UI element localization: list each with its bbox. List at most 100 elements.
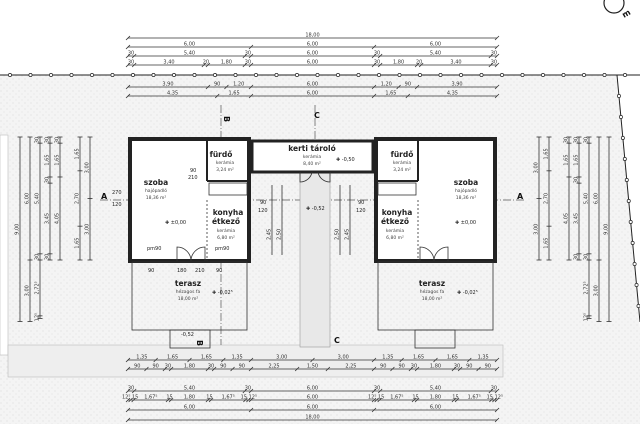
- dimension-tick: [488, 53, 494, 59]
- dimension-tick: [371, 397, 377, 403]
- path-level: ✚ -0,52: [306, 206, 325, 212]
- left-terasz-floor: hézagos fa: [176, 288, 201, 295]
- section-b-bottom: B: [195, 340, 204, 346]
- boundary-post: [618, 115, 623, 119]
- fence-post: [479, 73, 484, 77]
- dimension-tick: [162, 366, 168, 372]
- storage-level: ✚ -0,50: [336, 157, 355, 163]
- left-window-2: pm90: [215, 246, 229, 252]
- left-szoba-label: szoba: [144, 178, 168, 187]
- dimension-label: 3,00: [534, 162, 540, 173]
- dimension-label: 30: [35, 137, 41, 143]
- dimension-tick: [125, 93, 131, 99]
- dimension-tick: [433, 357, 438, 363]
- dimension-label: 1,67⁵: [222, 395, 235, 401]
- dimension-tick: [205, 397, 211, 403]
- dimension-label: 1,80: [221, 60, 232, 66]
- storage-area: 8,40 m²: [303, 161, 321, 167]
- right-terasz-floor: hézagos fa: [420, 288, 445, 295]
- dimension-label: 6,00: [307, 82, 318, 88]
- dimension-tick: [377, 397, 382, 403]
- dimension-label: 5,40: [430, 51, 441, 57]
- dimension-tick: [248, 44, 254, 50]
- dimension-tick: [168, 397, 174, 403]
- right-terasz-label: terasz: [419, 279, 445, 288]
- dimension-tick: [205, 62, 211, 68]
- dimension-label: 1,65: [45, 154, 51, 165]
- dimension-tick: [246, 397, 251, 403]
- dimension-tick: [125, 388, 131, 394]
- fence-post: [131, 73, 135, 77]
- boundary-post: [624, 178, 629, 182]
- left-furdo-label: fürdő: [210, 150, 233, 159]
- fence-post: [500, 73, 504, 77]
- dimension-tick: [125, 407, 131, 413]
- dimension-tick: [248, 84, 254, 90]
- dimension-label: 30: [35, 254, 41, 260]
- dimension-tick: [377, 62, 383, 68]
- mid-dim-d-r: 2,45: [345, 229, 351, 240]
- dimension-label: 3,40: [450, 60, 461, 66]
- dimension-label: 3,00: [338, 355, 349, 361]
- dimension-tick: [248, 53, 254, 59]
- dimension-tick: [374, 397, 379, 403]
- left-terrace-level: ✚ -0,02⁵: [212, 290, 233, 296]
- dimension-tick: [396, 84, 401, 90]
- right-terrace-level: ✚ -0,02⁵: [457, 290, 478, 296]
- dimension-tick: [205, 366, 211, 372]
- dimension-label: 15: [132, 395, 138, 401]
- dimension-tick: [454, 397, 460, 403]
- dimension-label: 1,35: [382, 355, 393, 361]
- fence-post: [520, 73, 525, 77]
- right-furdo-label: fürdő: [391, 150, 414, 159]
- dimension-tick: [248, 93, 254, 99]
- right-szoba-floor: hajópadló: [455, 187, 477, 194]
- dimension-label: 30: [45, 254, 51, 260]
- dimension-label: 20: [203, 60, 209, 66]
- fence-post: [623, 73, 627, 77]
- boundary-post: [617, 94, 621, 98]
- left-window-1: pm90: [147, 246, 161, 252]
- dimension-tick: [377, 53, 383, 59]
- dimension-tick: [377, 388, 383, 394]
- dimension-tick: [411, 397, 417, 403]
- dimension-label: 3,90: [451, 82, 462, 88]
- right-steps: [414, 329, 456, 349]
- dimension-label: 18,00: [305, 415, 319, 421]
- dimension-label: 15: [241, 395, 247, 401]
- dimension-label: 90: [380, 364, 386, 370]
- fence-post: [397, 73, 402, 77]
- dimension-tick: [371, 93, 377, 99]
- dimension-label: 15: [452, 395, 458, 401]
- dimension-tick: [408, 366, 414, 372]
- dimension-label: 12⁵: [584, 313, 590, 321]
- path-level-bottom: -0,52: [181, 332, 194, 338]
- boundary-post: [620, 136, 625, 140]
- dimension-label: 1,65: [564, 154, 570, 165]
- left-bath-door-h: 210: [188, 175, 198, 181]
- dimension-label: 12⁵: [368, 395, 376, 401]
- dimension-label: 1,65: [75, 238, 81, 249]
- fence-post: [274, 73, 279, 77]
- left-konyha-floor: kerámia: [217, 227, 235, 234]
- mid-dim-e-r: 2,50: [335, 229, 341, 240]
- dimension-tick: [248, 388, 254, 394]
- left-entry-door: [176, 246, 206, 262]
- left-terasz-area: 18,00 m²: [178, 296, 199, 302]
- dimension-label: 90: [239, 364, 245, 370]
- dimension-label: 1,65: [75, 148, 81, 159]
- storage-floor: kerámia: [303, 153, 321, 160]
- left-steps: [169, 329, 211, 349]
- dimension-label: 1,65: [201, 355, 212, 361]
- dimension-label: 4,05: [564, 213, 570, 224]
- dimension-label: 90: [398, 364, 404, 370]
- dimension-label: 2,70: [75, 193, 81, 204]
- dimension-tick: [153, 357, 158, 363]
- right-kitchen-counter: [377, 182, 417, 196]
- dimension-tick: [205, 84, 211, 90]
- dimension-tick: [371, 53, 377, 59]
- mid-dim-a-r: 90: [358, 200, 364, 206]
- left-side-h: 120: [112, 202, 122, 208]
- dimension-label: 1,67⁵: [390, 395, 403, 401]
- right-terasz-area: 18,00 m²: [422, 296, 443, 302]
